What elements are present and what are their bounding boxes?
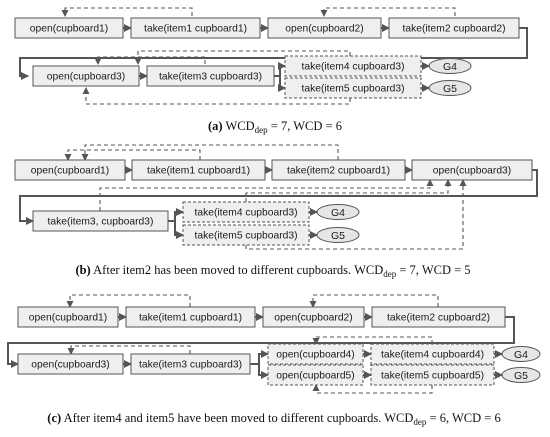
action-node: take(item3, cupboard3) — [32, 210, 169, 232]
dep-b5-b4 — [99, 179, 434, 211]
dep-b2-b1 — [64, 149, 201, 161]
caption-c: (c) After item4 and item5 have been move… — [47, 411, 500, 427]
action-node: take(item2 cupboard2) — [371, 306, 506, 328]
goal-label: G5 — [443, 83, 457, 95]
action-label: take(item4 cupboard3) — [194, 208, 297, 219]
action-node: take(item5 cupboard3) — [284, 77, 422, 99]
action-node: take(item3 cupboard3) — [146, 65, 275, 87]
dep-b7-b4 — [245, 179, 467, 250]
edge-a6-a7 — [274, 62, 286, 77]
action-node: take(item1 cupboard1) — [130, 17, 261, 39]
action-label: take(item3 cupboard3) — [159, 72, 262, 83]
action-node: take(item1 cupboard1) — [131, 159, 266, 181]
dep-c2-c1 — [66, 294, 191, 308]
dep-c8-c7 — [312, 336, 433, 345]
goal-node: G4 — [501, 346, 541, 362]
action-node: open(cupboard5) — [267, 364, 364, 386]
action-label: open(cupboard3) — [433, 166, 511, 177]
action-label: take(item4 cupboard4) — [381, 350, 484, 361]
action-node: take(item1 cupboard1) — [125, 306, 256, 328]
action-label: open(cupboard1) — [29, 313, 107, 324]
action-label: take(item2 cupboard1) — [287, 166, 390, 177]
edge-c6-c9 — [258, 364, 269, 379]
action-node: take(item4 cupboard3) — [182, 201, 310, 223]
goal-label: G5 — [331, 230, 345, 242]
goal-label: G4 — [331, 207, 345, 219]
action-node: take(item2 cupboard2) — [388, 17, 520, 39]
edge-a6-a8 — [278, 76, 286, 92]
action-label: open(cupboard5) — [276, 371, 354, 382]
panel-c: open(cupboard1) take(item1 cupboard1) op… — [7, 294, 541, 427]
dep-b3-b1 — [81, 144, 339, 161]
dep-b6-b4 — [245, 179, 452, 202]
action-node: open(cupboard1) — [14, 17, 124, 39]
action-label: take(item1 cupboard1) — [139, 313, 242, 324]
action-label: take(item5 cupboard5) — [381, 371, 484, 382]
action-node: take(item4 cupboard4) — [370, 343, 495, 365]
panel-a: open(cupboard1) take(item1 cupboard1) op… — [14, 7, 528, 135]
goal-node: G4 — [428, 58, 472, 74]
action-node: open(cupboard1) — [17, 306, 119, 328]
action-node: take(item2 cupboard1) — [271, 159, 406, 181]
dep-c4-c3 — [309, 294, 439, 308]
action-label: take(item5 cupboard3) — [194, 231, 297, 242]
edge-c4-c5 — [7, 316, 515, 368]
action-node: take(item5 cupboard3) — [182, 224, 310, 246]
goal-label: G4 — [514, 349, 528, 361]
caption-b: (b) After item2 has been moved to differ… — [75, 263, 470, 279]
action-label: take(item4 cupboard3) — [301, 62, 404, 73]
panel-b: open(cupboard1) take(item1 cupboard1) ta… — [14, 144, 538, 279]
goal-node: G5 — [428, 80, 472, 96]
edge-c6-c7 — [250, 350, 269, 365]
action-node: open(cupboard1) — [14, 159, 126, 181]
action-label: take(item1 cupboard1) — [147, 166, 250, 177]
goal-label: G4 — [443, 61, 457, 73]
action-label: take(item1 cupboard1) — [144, 24, 247, 35]
dep-a2-a1 — [61, 7, 193, 17]
action-label: take(item3, cupboard3) — [48, 217, 154, 228]
action-node: take(item4 cupboard3) — [284, 55, 422, 77]
action-label: take(item2 cupboard2) — [402, 24, 505, 35]
action-label: open(cupboard2) — [274, 313, 352, 324]
edge-b5-b6 — [168, 208, 184, 222]
action-node: open(cupboard3) — [411, 159, 533, 181]
goal-label: G5 — [514, 370, 528, 382]
action-node: take(item5 cupboard5) — [370, 364, 495, 386]
action-node: open(cupboard2) — [262, 306, 365, 328]
action-node: open(cupboard4) — [267, 343, 364, 365]
action-label: open(cupboard3) — [31, 360, 109, 371]
edge-a4-a5 — [19, 27, 528, 80]
action-label: take(item2 cupboard2) — [387, 313, 490, 324]
dep-a7-a5 — [134, 50, 351, 65]
dep-a8-a5 — [82, 87, 351, 105]
dep-a4-a3 — [320, 7, 456, 17]
goal-node: G5 — [316, 227, 360, 243]
edge-b5-b7 — [174, 221, 184, 239]
action-node: open(cupboard3) — [17, 353, 124, 375]
action-label: take(item3 cupboard3) — [139, 360, 242, 371]
action-node: take(item3 cupboard3) — [130, 353, 251, 375]
action-node: open(cupboard2) — [267, 17, 382, 39]
caption-a: (a) WCDdep = 7, WCD = 6 — [208, 119, 342, 135]
action-node: open(cupboard3) — [32, 65, 140, 87]
dep-c10-c9 — [312, 384, 433, 394]
action-label: open(cupboard4) — [276, 350, 354, 361]
action-label: open(cupboard1) — [31, 166, 109, 177]
action-label: open(cupboard1) — [30, 24, 108, 35]
dep-c6-c5 — [67, 345, 191, 355]
dep-a6-a5 — [94, 56, 206, 65]
goal-node: G5 — [501, 367, 541, 383]
action-label: take(item5 cupboard3) — [301, 84, 404, 95]
goal-node: G4 — [316, 204, 360, 220]
action-label: open(cupboard3) — [47, 72, 125, 83]
edge-b4-b5 — [19, 169, 538, 225]
action-label: open(cupboard2) — [285, 24, 363, 35]
